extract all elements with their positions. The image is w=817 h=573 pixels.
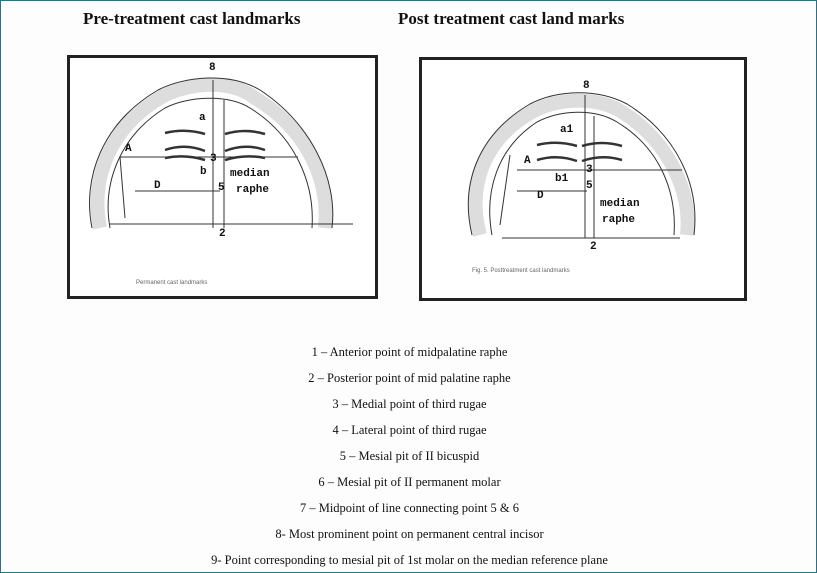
post-treatment-title: Post treatment cast land marks [398, 9, 625, 28]
legend-item: 4 – Lateral point of third rugae [332, 423, 487, 437]
label-raphe: raphe [236, 184, 270, 196]
pre-treatment-title: Pre-treatment cast landmarks [83, 9, 301, 28]
label-median: median [600, 198, 640, 210]
legend-item: 2 – Posterior point of mid palatine raph… [308, 371, 511, 385]
label-median: median [230, 168, 270, 180]
label-b: b [200, 166, 207, 178]
post-arch-drawing [467, 92, 696, 239]
legend-item: 1 – Anterior point of midpalatine raphe [311, 345, 508, 359]
pre-treatment-cast-panel: 8 a A 3 b D 5 median raphe 2 Permanent c… [67, 55, 378, 299]
label-5: 5 [586, 180, 593, 192]
label-raphe: raphe [602, 214, 636, 226]
label-3: 3 [210, 153, 217, 165]
label-2: 2 [219, 228, 226, 240]
label-a1: a1 [560, 124, 574, 136]
label-a: a [199, 112, 206, 124]
legend-item: 5 – Mesial pit of II bicuspid [339, 449, 480, 463]
pre-arch-drawing [89, 77, 353, 230]
label-A: A [125, 143, 132, 155]
label-D: D [537, 190, 544, 202]
legend-item: 7 – Midpoint of line connecting point 5 … [299, 501, 520, 515]
pre-caption: Permanent cast landmarks [136, 280, 208, 286]
landmark-legend: 1 – Anterior point of midpalatine raphe … [1, 339, 816, 572]
post-treatment-cast-panel: 8 a1 A 3 b1 D 5 median raphe 2 Fig. 5. P… [419, 57, 747, 301]
label-2: 2 [590, 241, 597, 253]
label-8: 8 [583, 80, 590, 92]
legend-item: 8- Most prominent point on permanent cen… [275, 527, 544, 541]
legend-item: 9- Point corresponding to mesial pit of … [211, 553, 608, 567]
label-3: 3 [586, 164, 593, 176]
post-caption: Fig. 5. Posttreatment cast landmarks [472, 268, 570, 274]
label-A: A [524, 155, 531, 167]
label-5: 5 [218, 182, 225, 194]
legend-item: 6 – Mesial pit of II permanent molar [318, 475, 501, 489]
label-8: 8 [209, 62, 216, 74]
label-D: D [154, 180, 161, 192]
legend-item: 3 – Medial point of third rugae [332, 397, 487, 411]
label-b1: b1 [555, 173, 569, 185]
